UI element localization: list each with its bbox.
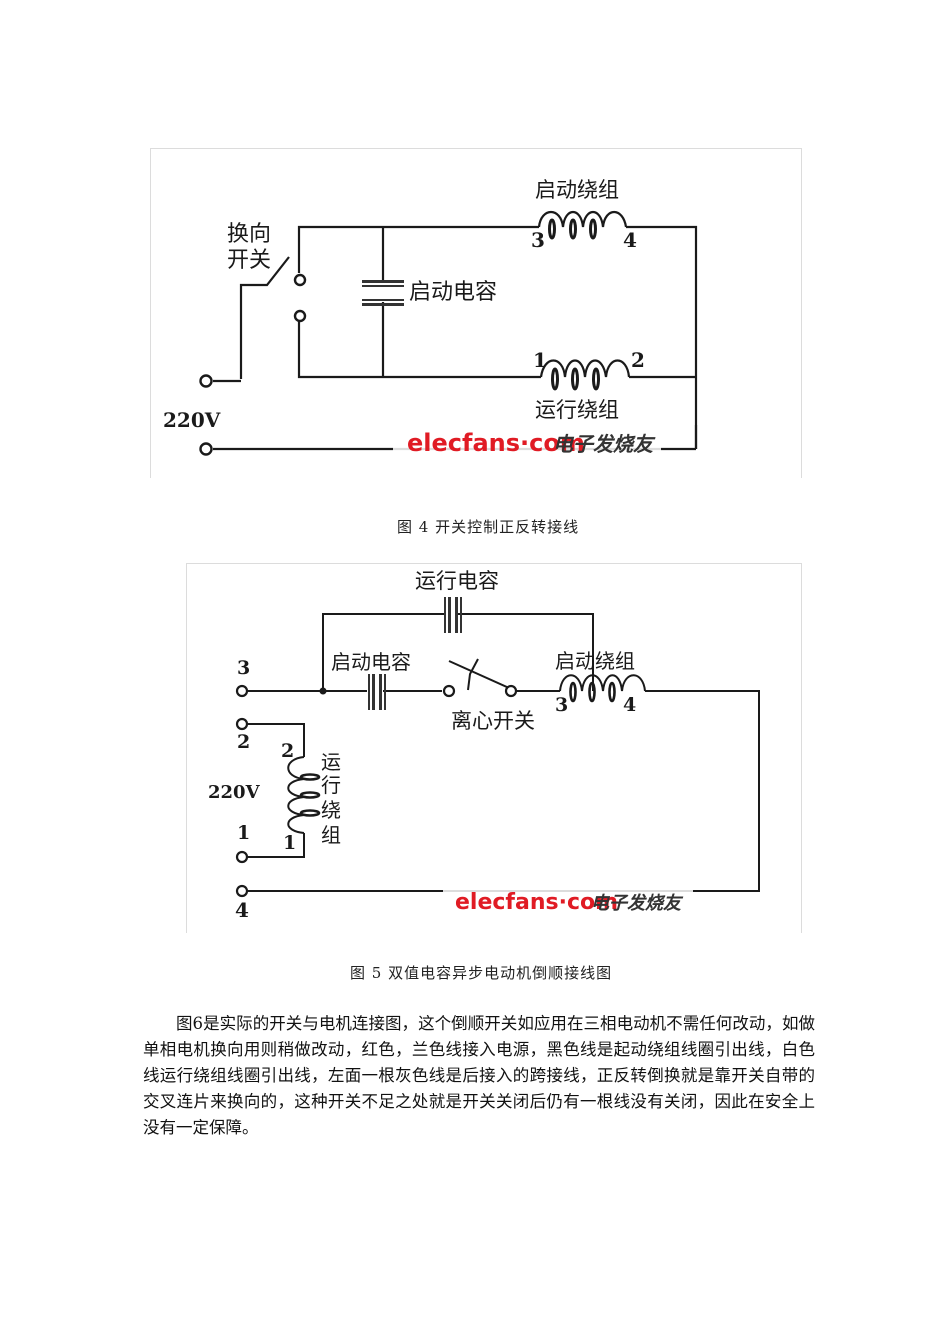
coil-2-label: 2 (281, 740, 294, 762)
run-winding-loops (299, 773, 321, 817)
voltage-label: 220V (163, 408, 221, 432)
run-winding-label: 运行绕组 (535, 398, 619, 422)
winding-4-label: 4 (623, 694, 636, 716)
junction-dot (319, 687, 327, 695)
centrifugal-switch-contact-right (504, 684, 518, 698)
switch-lever (239, 256, 290, 379)
run-winding-char-1: 运 (321, 750, 341, 774)
terminal-220v-upper (199, 374, 213, 388)
terminal-1-label: 1 (533, 348, 547, 372)
terminal-2-label: 2 (631, 348, 645, 372)
winding-3-label: 3 (555, 694, 568, 716)
centrifugal-switch-blade (448, 660, 510, 689)
terminal-220v-lower (199, 442, 213, 456)
coil-1-label: 1 (283, 832, 296, 854)
watermark-site: elecfans·com (407, 429, 585, 457)
run-winding-label: 运 行 绕 组 (321, 750, 341, 847)
start-winding-coil (559, 674, 646, 692)
terminal-3-label: 3 (237, 657, 250, 679)
figure-4-diagram: 换向 开关 启动电容 启动绕组 运行绕组 3 4 1 2 220V elecfa… (163, 178, 698, 463)
figure-5-caption: 图 5 双值电容异步电动机倒顺接线图 (350, 964, 613, 982)
start-capacitor-symbol (368, 674, 386, 710)
terminal-3 (235, 684, 249, 698)
start-winding-label: 启动绕组 (535, 178, 619, 202)
start-capacitor-symbol (362, 280, 404, 306)
switch-contact-upper (293, 273, 307, 287)
centrifugal-switch-arrow (467, 658, 479, 691)
start-winding-loops (548, 218, 597, 240)
run-winding-char-2: 行 (321, 773, 341, 797)
body-text: 图6是实际的开关与电机连接图，这个倒顺开关如应用在三相电动机不需任何改动，如做单… (143, 1014, 815, 1137)
wire-terminal-1 (247, 833, 305, 858)
terminal-2-label: 2 (237, 731, 250, 753)
terminal-1 (235, 850, 249, 864)
figure-4-switch-reversing-wiring: 换向 开关 启动电容 启动绕组 运行绕组 3 4 1 2 220V elecfa… (150, 148, 802, 478)
wire-top (297, 225, 539, 273)
watermark-site: elecfans·com (455, 890, 618, 915)
run-winding-loops (551, 367, 600, 391)
terminal-4-label: 4 (623, 228, 637, 252)
start-winding-label: 启动绕组 (555, 649, 635, 673)
start-winding-loops (569, 681, 616, 703)
start-capacitor-label: 启动电容 (331, 650, 411, 674)
body-paragraph: 图6是实际的开关与电机连接图，这个倒顺开关如应用在三相电动机不需任何改动，如做单… (143, 1011, 815, 1141)
run-winding-coil (539, 359, 631, 378)
start-capacitor-label: 启动电容 (409, 280, 497, 305)
watermark-tagline: 电子发烧友 (553, 432, 656, 456)
watermark-tagline: 电子发烧友 (591, 893, 684, 914)
figure-5-diagram: 运行电容 启动电容 启动绕组 离心开关 运 行 绕 组 3 2 1 4 2 1 … (208, 569, 760, 924)
wire-bottom (297, 321, 541, 379)
watermark-background (443, 886, 693, 924)
start-winding-coil (537, 210, 628, 228)
figure-4-caption: 图 4 开关控制正反转接线 (397, 518, 580, 536)
terminal-4-label: 4 (235, 898, 249, 922)
wire-right (626, 225, 698, 449)
terminal-1-label: 1 (237, 822, 250, 844)
terminal-2 (235, 717, 249, 731)
centrifugal-switch-label: 离心开关 (451, 709, 535, 733)
centrifugal-switch-contact-left (442, 684, 456, 698)
wire-terminal-2 (247, 723, 305, 757)
run-capacitor-symbol (444, 597, 462, 633)
run-capacitor-label: 运行电容 (415, 569, 499, 593)
run-winding-char-3: 绕 (321, 798, 341, 822)
run-winding-char-4: 组 (321, 823, 341, 847)
voltage-label: 220V (208, 782, 261, 803)
terminal-4 (235, 884, 249, 898)
watermark-background (393, 425, 661, 463)
figure-5-dual-capacitor-motor-wiring: 运行电容 启动电容 启动绕组 离心开关 运 行 绕 组 3 2 1 4 2 1 … (186, 563, 802, 933)
terminal-3-label: 3 (531, 228, 545, 252)
reversing-switch-label-2: 开关 (227, 248, 271, 273)
switch-contact-lower (293, 309, 307, 323)
run-capacitor-wire (322, 613, 594, 691)
reversing-switch-label-1: 换向 (227, 222, 271, 247)
